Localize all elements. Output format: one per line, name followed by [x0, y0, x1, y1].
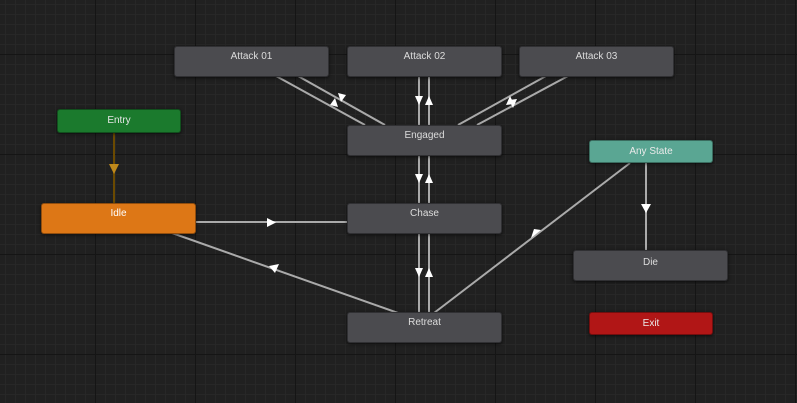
arrow-engaged-attack02 [425, 96, 433, 105]
arrow-retreat-idle [269, 264, 279, 273]
arrow-idle-chase [267, 218, 276, 227]
arrow-entry-idle [109, 164, 119, 174]
transition-attack01-engaged[interactable] [275, 75, 366, 126]
state-label: Die [642, 257, 658, 268]
state-label: Exit [642, 318, 660, 329]
state-label: Attack 03 [575, 51, 618, 62]
arrow-engaged-chase [415, 174, 423, 183]
state-chase[interactable]: Chase [347, 203, 502, 234]
state-any-state[interactable]: Any State [589, 140, 713, 163]
arrow-anystate-retreat [531, 229, 541, 238]
state-label: Retreat [408, 317, 441, 328]
state-retreat[interactable]: Retreat [347, 312, 502, 343]
transition-attack03-engaged[interactable] [457, 75, 547, 126]
state-label: Chase [410, 208, 439, 219]
state-label: Any State [629, 146, 673, 157]
state-label: Idle [110, 208, 127, 219]
arrow-chase-retreat [415, 268, 423, 277]
state-die[interactable]: Die [573, 250, 728, 281]
arrow-anystate-die [641, 204, 651, 213]
state-entry[interactable]: Entry [57, 109, 181, 133]
transition-anystate-retreat[interactable] [433, 162, 631, 314]
arrow-engaged-attack01 [338, 93, 346, 102]
state-label: Engaged [404, 130, 445, 141]
transition-engaged-attack03[interactable] [476, 75, 569, 126]
arrow-chase-engaged [425, 174, 433, 183]
arrow-engaged-attack03 [509, 99, 517, 108]
state-engaged[interactable]: Engaged [347, 125, 502, 156]
transition-retreat-idle[interactable] [171, 232, 399, 314]
state-attack-02[interactable]: Attack 02 [347, 46, 502, 77]
state-label: Attack 01 [230, 51, 273, 62]
state-label: Entry [107, 115, 131, 126]
arrow-attack01-engaged [330, 98, 338, 107]
state-attack-01[interactable]: Attack 01 [174, 46, 329, 77]
state-exit[interactable]: Exit [589, 312, 713, 335]
state-idle[interactable]: Idle [41, 203, 196, 234]
arrow-retreat-chase [425, 268, 433, 277]
state-attack-03[interactable]: Attack 03 [519, 46, 674, 77]
state-label: Attack 02 [403, 51, 446, 62]
arrow-attack02-engaged [415, 96, 423, 105]
